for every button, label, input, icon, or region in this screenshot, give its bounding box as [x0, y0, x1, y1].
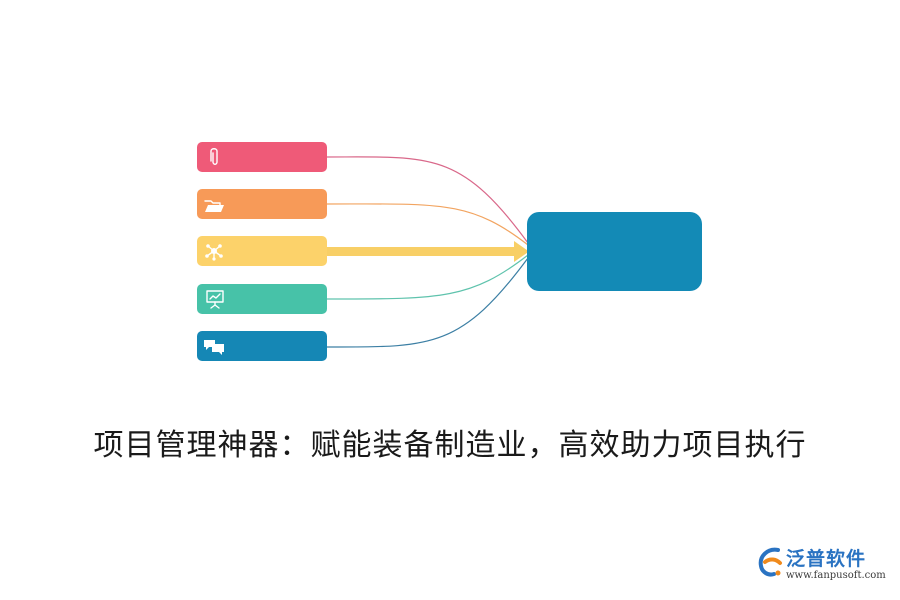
folder-icon [204, 200, 224, 212]
left-item-1 [197, 142, 327, 172]
left-item-5 [197, 331, 327, 361]
left-item-2 [197, 189, 327, 219]
chat-icon [204, 340, 224, 355]
connector-2 [325, 203, 529, 246]
brand-logo: 泛普软件 www.fanpusoft.com [756, 544, 886, 588]
connector-3-arrowhead [514, 241, 529, 262]
connector-4 [325, 254, 529, 300]
target-box [527, 212, 702, 291]
connectors [325, 156, 529, 348]
paperclip-icon [210, 148, 218, 165]
brand-logo-mark-icon [758, 547, 782, 577]
network-icon [205, 244, 223, 261]
brand-name: 泛普软件 [786, 548, 867, 570]
brand-url: www.fanpusoft.com [786, 570, 886, 581]
connector-5 [325, 257, 529, 348]
presentation-icon [206, 290, 224, 309]
left-item-3 [197, 236, 327, 266]
connector-1 [325, 156, 529, 244]
caption-title: 项目管理神器：赋能装备制造业，高效助力项目执行 [93, 428, 807, 463]
connector-3-bar [326, 247, 516, 256]
left-item-4 [197, 284, 327, 314]
